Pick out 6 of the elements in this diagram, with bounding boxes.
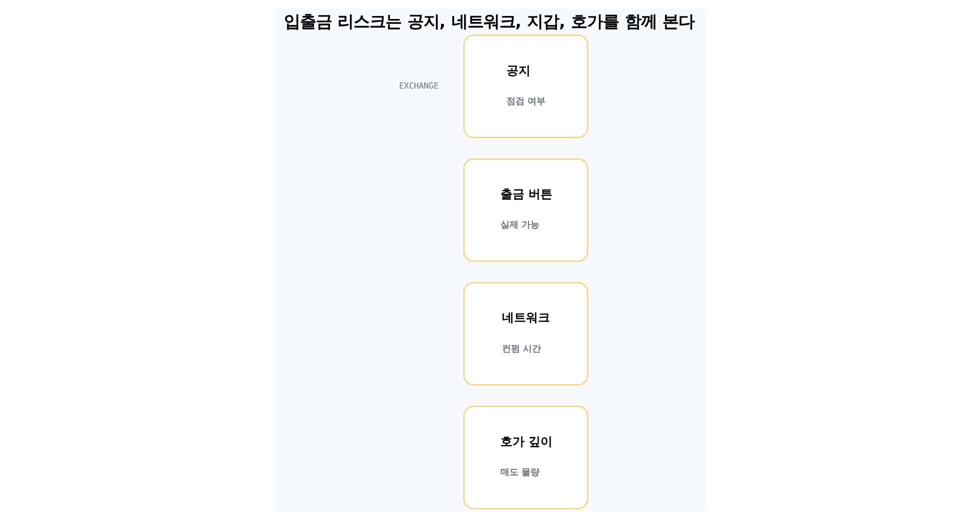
node-box: 공지 점검 여부 [463, 34, 588, 138]
label: EXCHANGE [399, 80, 439, 90]
node-box: 출금 버튼 실제 가능 [463, 158, 588, 262]
diagram-title: 입출금 리스크는 공지, 네트워크, 지갑, 호가를 함께 본다 [284, 12, 695, 31]
node-box: 네트워크 컨펌 시간 [463, 282, 588, 386]
node-box: 호가 깊이 매도 물량 [463, 406, 588, 510]
